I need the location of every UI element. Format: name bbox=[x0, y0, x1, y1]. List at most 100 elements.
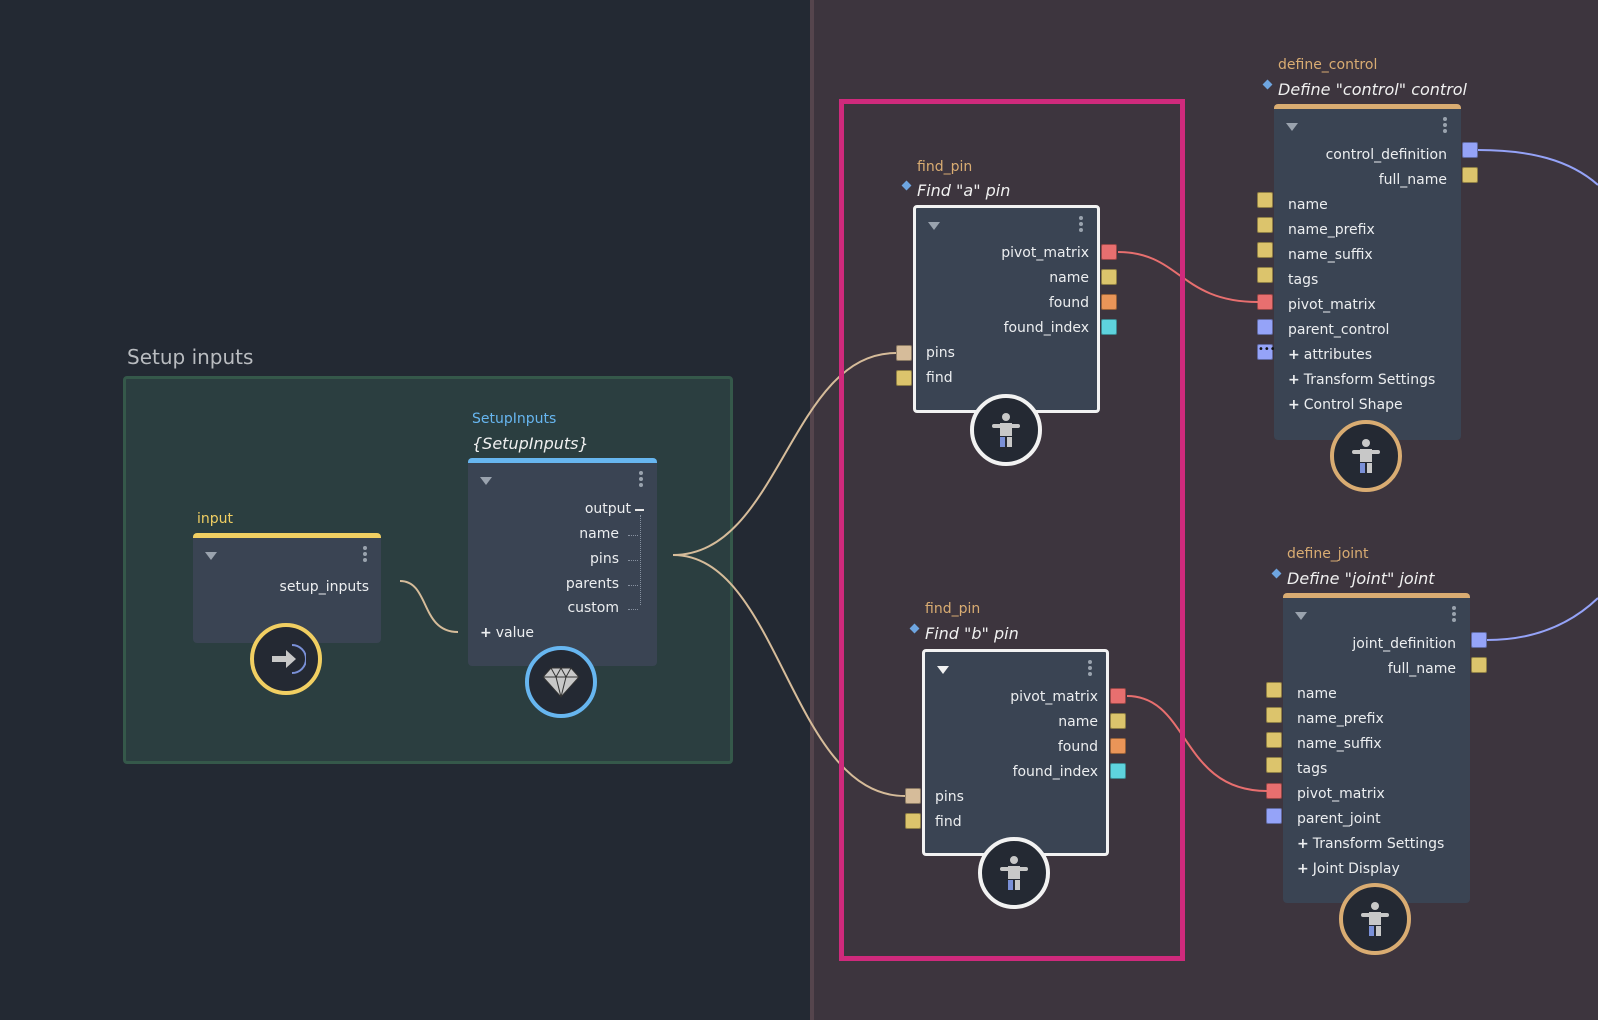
node-menu-icon[interactable] bbox=[1452, 606, 1456, 622]
input-port-tags[interactable] bbox=[1266, 757, 1282, 773]
input-port-parent-joint[interactable] bbox=[1266, 808, 1282, 824]
plug-control-shape[interactable]: +Control Shape bbox=[1288, 397, 1403, 413]
input-port-name[interactable] bbox=[1266, 682, 1282, 698]
plug-label: Transform Settings bbox=[1312, 836, 1445, 852]
badge-input[interactable] bbox=[250, 623, 322, 695]
output-port-name[interactable] bbox=[1110, 713, 1126, 729]
plug-joint-display[interactable]: +Joint Display bbox=[1297, 861, 1400, 877]
node-title[interactable]: {SetupInputs} bbox=[472, 434, 589, 453]
title-text: Define "control" control bbox=[1278, 80, 1467, 99]
node-menu-icon[interactable] bbox=[1088, 660, 1092, 676]
plug-transform-settings[interactable]: +Transform Settings bbox=[1297, 836, 1444, 852]
node-menu-icon[interactable] bbox=[1443, 117, 1447, 133]
output-port-found[interactable] bbox=[1101, 294, 1117, 310]
node-menu-icon[interactable] bbox=[639, 471, 643, 487]
diamond-icon bbox=[1271, 568, 1282, 579]
output-port-control-definition[interactable] bbox=[1462, 142, 1478, 158]
collapse-arrow-icon[interactable] bbox=[928, 222, 940, 230]
expand-icon[interactable]: + bbox=[480, 625, 492, 641]
plug-tags: tags bbox=[1288, 272, 1319, 288]
plug-pins: pins bbox=[590, 551, 619, 567]
input-port-pivot-matrix[interactable] bbox=[1257, 294, 1273, 310]
output-port-joint-definition[interactable] bbox=[1471, 632, 1487, 648]
plug-find: find bbox=[926, 370, 953, 386]
plug-label: Transform Settings bbox=[1303, 372, 1436, 388]
plug-value[interactable]: +value bbox=[480, 625, 534, 641]
input-port-name-suffix[interactable] bbox=[1266, 732, 1282, 748]
plug-name-suffix: name_suffix bbox=[1297, 736, 1382, 752]
plug-attributes[interactable]: +attributes bbox=[1288, 347, 1372, 363]
output-port-found[interactable] bbox=[1110, 738, 1126, 754]
output-port-pivot-matrix[interactable] bbox=[1101, 244, 1117, 260]
badge-define-joint[interactable] bbox=[1339, 883, 1411, 955]
node-find-pin-a[interactable]: pivot_matrix name found found_index pins… bbox=[913, 205, 1100, 413]
plug-transform-settings[interactable]: +Transform Settings bbox=[1288, 372, 1435, 388]
output-port-pivot-matrix[interactable] bbox=[1110, 688, 1126, 704]
node-define-joint[interactable]: joint_definition full_name name name_pre… bbox=[1283, 593, 1470, 903]
output-port-found-index[interactable] bbox=[1110, 763, 1126, 779]
input-port-name-prefix[interactable] bbox=[1257, 217, 1273, 233]
node-type-label: SetupInputs bbox=[472, 411, 557, 427]
node-title[interactable]: Define "joint" joint bbox=[1271, 568, 1435, 588]
expand-icon[interactable]: + bbox=[1297, 836, 1309, 852]
compound-guide bbox=[628, 560, 638, 561]
plug-name: name bbox=[1058, 714, 1098, 730]
badge-find-pin-b[interactable] bbox=[978, 837, 1050, 909]
node-menu-icon[interactable] bbox=[1079, 216, 1083, 232]
input-port-parent-control[interactable] bbox=[1257, 319, 1273, 335]
node-setupinputs[interactable]: output name pins parents custom +value bbox=[468, 458, 657, 666]
input-port-name[interactable] bbox=[1257, 192, 1273, 208]
plug-parents: parents bbox=[565, 576, 619, 592]
compound-guide bbox=[640, 515, 641, 605]
collapse-arrow-icon[interactable] bbox=[480, 477, 492, 485]
node-title[interactable]: Find "b" pin bbox=[909, 623, 1019, 643]
collapse-arrow-icon[interactable] bbox=[937, 666, 949, 674]
output-port-full-name[interactable] bbox=[1462, 167, 1478, 183]
input-port-find[interactable] bbox=[896, 370, 912, 386]
node-title[interactable]: Find "a" pin bbox=[901, 180, 1010, 200]
expand-icon[interactable]: + bbox=[1297, 861, 1309, 877]
node-define-control[interactable]: control_definition full_name name name_p… bbox=[1274, 104, 1461, 440]
collapse-compound-icon[interactable] bbox=[635, 509, 644, 511]
input-port-pivot-matrix[interactable] bbox=[1266, 783, 1282, 799]
badge-find-pin-a[interactable] bbox=[970, 394, 1042, 466]
expand-icon[interactable]: + bbox=[1288, 397, 1300, 413]
expand-icon[interactable]: + bbox=[1288, 347, 1300, 363]
input-port-pins[interactable] bbox=[905, 788, 921, 804]
plug-name-prefix: name_prefix bbox=[1288, 222, 1375, 238]
plug-found: found bbox=[1057, 739, 1098, 755]
collapse-arrow-icon[interactable] bbox=[205, 552, 217, 560]
node-type-label: input bbox=[197, 511, 234, 527]
plug-label: Control Shape bbox=[1303, 397, 1403, 413]
input-port-tags[interactable] bbox=[1257, 267, 1273, 283]
expand-icon[interactable]: + bbox=[1288, 372, 1300, 388]
plug-pivot-matrix: pivot_matrix bbox=[1297, 786, 1385, 802]
collapse-arrow-icon[interactable] bbox=[1295, 612, 1307, 620]
plug-full-name: full_name bbox=[1378, 172, 1447, 188]
output-port-name[interactable] bbox=[1101, 269, 1117, 285]
badge-setupinputs[interactable] bbox=[525, 646, 597, 718]
input-port-attributes-array[interactable]: ••• bbox=[1257, 344, 1276, 360]
node-menu-icon[interactable] bbox=[363, 546, 367, 562]
plug-pivot-matrix: pivot_matrix bbox=[1010, 689, 1098, 705]
diamond-icon bbox=[1262, 79, 1273, 90]
plug-pivot-matrix: pivot_matrix bbox=[1288, 297, 1376, 313]
badge-define-control[interactable] bbox=[1330, 420, 1402, 492]
plug-output: output bbox=[584, 501, 631, 517]
output-port-full-name[interactable] bbox=[1471, 657, 1487, 673]
node-type-label: find_pin bbox=[917, 159, 973, 175]
plug-pins: pins bbox=[926, 345, 955, 361]
input-port-name-prefix[interactable] bbox=[1266, 707, 1282, 723]
right-graph-pane[interactable] bbox=[814, 0, 1598, 1020]
compound-guide bbox=[628, 609, 638, 610]
node-type-label: find_pin bbox=[925, 601, 981, 617]
output-port-found-index[interactable] bbox=[1101, 319, 1117, 335]
plug-setup-inputs: setup_inputs bbox=[279, 579, 369, 595]
node-title[interactable]: Define "control" control bbox=[1262, 79, 1467, 99]
input-port-find[interactable] bbox=[905, 813, 921, 829]
node-find-pin-b[interactable]: pivot_matrix name found found_index pins… bbox=[922, 649, 1109, 856]
input-port-pins[interactable] bbox=[896, 345, 912, 361]
collapse-arrow-icon[interactable] bbox=[1286, 123, 1298, 131]
plug-name-prefix: name_prefix bbox=[1297, 711, 1384, 727]
input-port-name-suffix[interactable] bbox=[1257, 242, 1273, 258]
